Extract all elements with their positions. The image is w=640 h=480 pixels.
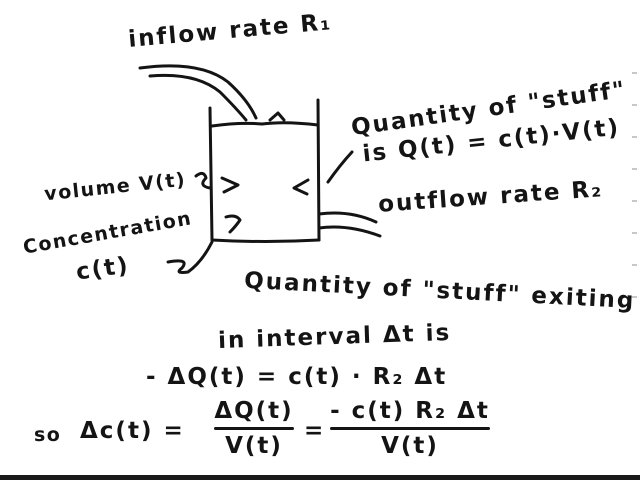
inflow-pipe-lower	[148, 73, 248, 122]
delta-c-lhs: Δc(t) =	[80, 418, 185, 444]
volume-pointer-glyph	[194, 171, 212, 190]
inflow-pipe-upper	[138, 64, 258, 120]
derivation-line3: - ΔQ(t) = c(t) · R₂ Δt	[146, 364, 448, 390]
edge-mark	[632, 72, 637, 74]
fraction1-numerator: ΔQ(t)	[214, 398, 294, 424]
fraction1-bar	[214, 427, 294, 430]
edge-mark	[632, 104, 637, 106]
edge-mark	[632, 136, 637, 138]
quantity-pointer-arrow	[292, 178, 310, 196]
tank-right-wall	[316, 98, 321, 242]
quantity-pointer-line	[326, 150, 354, 184]
outflow-pipe-lower	[317, 225, 382, 238]
fraction-delta-q-over-v: ΔQ(t) V(t)	[214, 398, 294, 459]
bottom-border-line	[0, 475, 640, 480]
liquid-surface	[210, 121, 320, 128]
equals-sign: =	[304, 418, 326, 444]
fraction2-bar	[330, 427, 490, 430]
so-word: so	[34, 424, 62, 446]
edge-mark	[632, 200, 637, 202]
concentration-pointer-line	[166, 240, 214, 274]
outflow-pipe-upper	[317, 211, 378, 224]
splash-mark	[268, 111, 286, 122]
tank-bottom	[210, 238, 321, 243]
fraction-result: - c(t) R₂ Δt V(t)	[330, 398, 490, 459]
volume-pointer-arrow	[220, 176, 240, 194]
concentration-pointer-arrow	[224, 214, 242, 234]
edge-mark	[632, 264, 637, 266]
fraction2-denominator: V(t)	[381, 433, 439, 459]
tank-left-wall	[208, 106, 214, 242]
fraction2-numerator: - c(t) R₂ Δt	[330, 398, 490, 424]
edge-mark	[632, 232, 637, 234]
bottom-border	[0, 458, 640, 480]
edge-mark	[632, 168, 637, 170]
edge-mark	[632, 296, 637, 298]
fraction1-denominator: V(t)	[225, 433, 283, 459]
